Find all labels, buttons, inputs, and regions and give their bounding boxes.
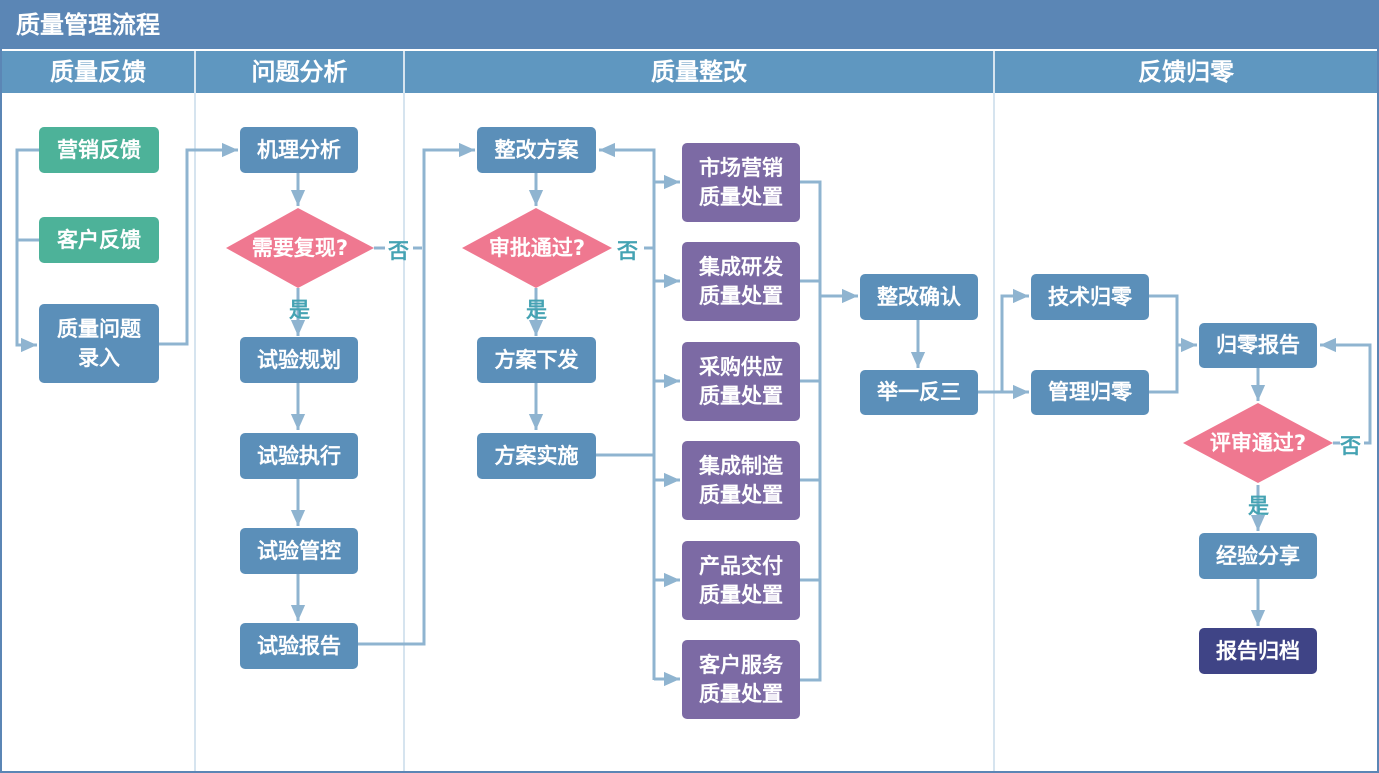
node-integrated-manufacturing: 集成制造 质量处置 xyxy=(682,441,800,520)
lane-header-feedback-zero: 反馈归零 xyxy=(995,51,1377,93)
decision-review-shape xyxy=(1183,403,1333,483)
lane-divider xyxy=(403,51,405,771)
node-draw-inferences: 举一反三 xyxy=(860,370,978,415)
decision-need-reproduce: 需要复现? xyxy=(251,236,349,260)
node-rectification-confirm: 整改确认 xyxy=(860,274,978,320)
node-product-delivery: 产品交付 质量处置 xyxy=(682,541,800,620)
label-yes: 是 xyxy=(289,298,310,322)
node-procurement-supply: 采购供应 质量处置 xyxy=(682,342,800,421)
node-quality-issue-entry: 质量问题 录入 xyxy=(39,304,159,383)
decision-review-passed: 评审通过? xyxy=(1209,431,1307,455)
lane-header-quality-rectification: 质量整改 xyxy=(405,51,993,93)
node-market-marketing: 市场营销 质量处置 xyxy=(682,143,800,222)
arrow-review-no xyxy=(1320,337,1372,445)
decision-approval-passed: 审批通过? xyxy=(488,236,586,260)
label-no: 否 xyxy=(388,239,409,263)
label-yes: 是 xyxy=(526,298,547,322)
node-test-report: 试验报告 xyxy=(240,623,358,669)
node-integrated-rd: 集成研发 质量处置 xyxy=(682,242,800,321)
line-right-bus xyxy=(800,180,822,682)
page-title: 质量管理流程 xyxy=(2,2,1377,49)
arrow-feedback-to-entry xyxy=(15,148,39,353)
decision-need-reproduce-shape xyxy=(226,208,374,288)
node-marketing-feedback: 营销反馈 xyxy=(39,127,159,173)
line-zero-merge xyxy=(1149,294,1179,394)
lane-divider xyxy=(993,51,995,771)
lane-divider xyxy=(194,51,196,771)
node-experience-share: 经验分享 xyxy=(1199,533,1317,579)
lane-header-problem-analysis: 问题分析 xyxy=(196,51,403,93)
arrow-entry-to-analysis xyxy=(159,142,238,346)
node-technical-zero: 技术归零 xyxy=(1031,274,1149,320)
node-customer-service: 客户服务 质量处置 xyxy=(682,640,800,719)
label-no: 否 xyxy=(617,239,638,263)
line-right-bus-taps xyxy=(800,279,820,582)
node-report-archive: 报告归档 xyxy=(1199,628,1317,674)
node-management-zero: 管理归零 xyxy=(1031,370,1149,415)
node-test-planning: 试验规划 xyxy=(240,337,358,383)
arrow-to-technical-zero xyxy=(978,288,1029,394)
label-yes: 是 xyxy=(1248,494,1269,518)
lane-header-quality-feedback: 质量反馈 xyxy=(2,51,194,93)
node-test-control: 试验管控 xyxy=(240,528,358,574)
node-test-execution: 试验执行 xyxy=(240,433,358,479)
label-no: 否 xyxy=(1340,434,1361,458)
node-rectification-plan: 整改方案 xyxy=(477,127,596,173)
node-customer-feedback: 客户反馈 xyxy=(39,217,159,263)
node-plan-issue: 方案下发 xyxy=(477,337,596,383)
node-zero-report: 归零报告 xyxy=(1199,323,1317,368)
node-mechanism-analysis: 机理分析 xyxy=(240,127,358,173)
decision-approval-shape xyxy=(462,208,612,288)
node-plan-implementation: 方案实施 xyxy=(477,433,596,479)
arrow-report-to-plan xyxy=(358,142,475,646)
